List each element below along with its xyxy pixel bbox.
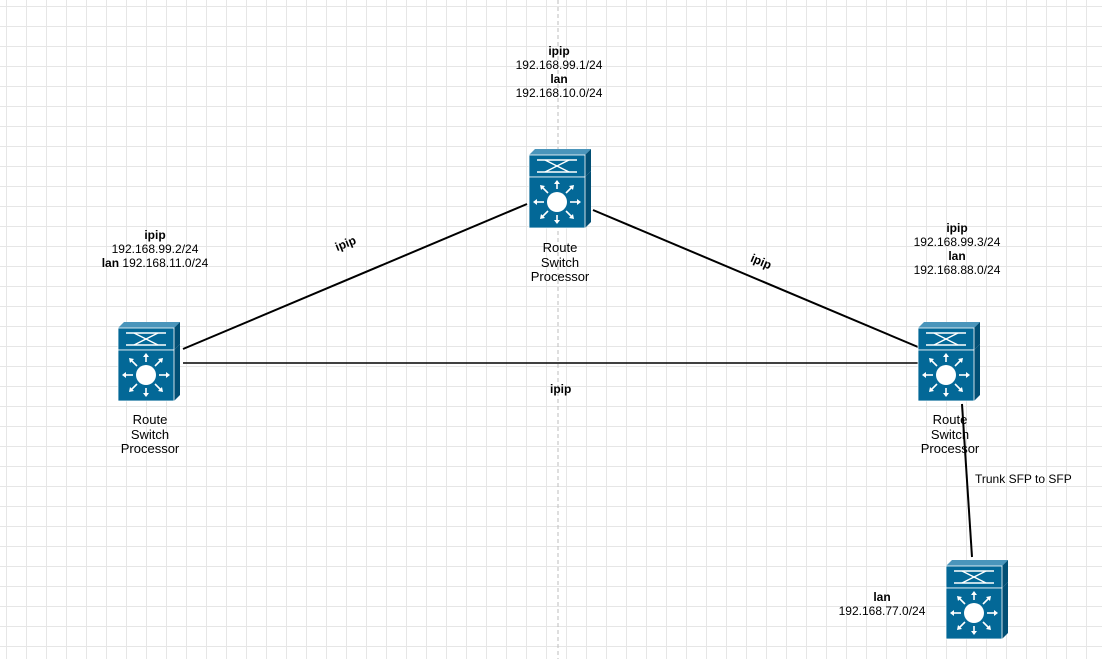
device-label-line: Processor (120, 441, 180, 456)
device-label-line: Route (932, 412, 968, 427)
route-switch-processor-icon[interactable] (917, 321, 981, 402)
info-value: 192.168.88.0/24 (913, 263, 1001, 277)
device-label-line: Processor (920, 441, 980, 456)
device-label-left: Route Switch Processor (110, 412, 190, 457)
info-key: ipip (946, 221, 968, 235)
link-left-center[interactable] (182, 203, 528, 350)
link-center-right[interactable] (592, 209, 919, 348)
info-value: 192.168.99.1/24 (515, 58, 603, 72)
info-key: lan (550, 72, 568, 86)
route-switch-processor-icon[interactable] (117, 321, 181, 402)
info-key: ipip (144, 228, 166, 242)
info-key: lan (873, 590, 891, 604)
route-switch-processor-icon[interactable] (945, 559, 1009, 640)
device-label-center: Route Switch Processor (520, 240, 600, 285)
device-info-bottom: lan 192.168.77.0/24 (826, 590, 938, 618)
info-value: 192.168.11.0/24 (122, 256, 209, 270)
info-value: 192.168.99.3/24 (913, 235, 1001, 249)
device-label-line: Processor (530, 269, 590, 284)
info-value: 192.168.10.0/24 (515, 86, 603, 100)
device-label-right: Route Switch Processor (910, 412, 990, 457)
info-value: 192.168.99.2/24 (111, 242, 199, 256)
info-key: ipip (548, 44, 570, 58)
info-value: 192.168.77.0/24 (838, 604, 926, 618)
link-right-bottom[interactable] (961, 403, 973, 558)
device-label-line: Switch (130, 426, 170, 442)
device-info-right: ipip 192.168.99.3/24 lan 192.168.88.0/24 (897, 221, 1017, 277)
info-key: lan (101, 256, 120, 270)
device-label-line: Switch (930, 426, 970, 442)
info-key: lan (948, 249, 966, 263)
device-label-line: Route (132, 412, 168, 427)
edge-label-right-bottom: Trunk SFP to SFP (975, 472, 1072, 486)
device-info-center: ipip 192.168.99.1/24 lan 192.168.10.0/24 (499, 44, 619, 100)
device-label-line: Switch (540, 254, 580, 270)
edge-label-left-right: ipip (550, 382, 572, 396)
device-info-left: ipip 192.168.99.2/24 lan 192.168.11.0/24 (90, 228, 220, 270)
device-label-line: Route (542, 240, 578, 255)
route-switch-processor-icon[interactable] (528, 148, 592, 229)
